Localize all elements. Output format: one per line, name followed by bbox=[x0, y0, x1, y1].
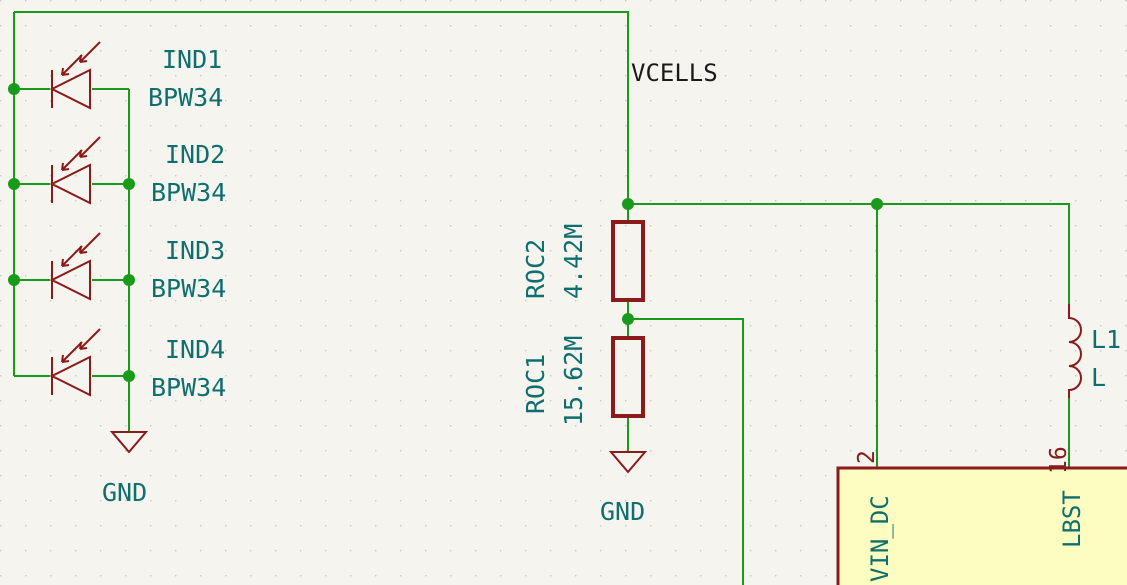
gnd-symbol-left[interactable] bbox=[109, 431, 149, 454]
resistor-roc2[interactable] bbox=[611, 220, 645, 302]
diode-body bbox=[49, 259, 91, 301]
photodiode-ind3[interactable] bbox=[49, 232, 101, 301]
ind2-value: BPW34 bbox=[151, 178, 226, 207]
junction-dot bbox=[123, 370, 135, 382]
wire-vcells-top[interactable] bbox=[14, 11, 629, 204]
junction-dot bbox=[123, 178, 135, 190]
wire-vcells-right[interactable] bbox=[628, 203, 1070, 304]
gnd-symbol-right[interactable] bbox=[608, 451, 648, 474]
gnd-left-label: GND bbox=[102, 478, 147, 507]
light-arrows-icon bbox=[61, 232, 101, 267]
pin-number-16: 16 bbox=[1046, 446, 1072, 474]
junction-dot bbox=[8, 178, 20, 190]
photodiode-labels: IND1 BPW34 IND2 BPW34 IND3 BPW34 IND4 BP… bbox=[148, 45, 226, 402]
pin-name-lbst: LBST bbox=[1058, 490, 1086, 548]
junction-dot bbox=[8, 274, 20, 286]
resistor-labels: ROC2 4.42M ROC1 15.62M bbox=[521, 224, 588, 426]
roc2-value: 4.42M bbox=[559, 224, 588, 299]
pin-number-2: 2 bbox=[854, 450, 880, 464]
junctions bbox=[8, 83, 883, 382]
roc1-value: 15.62M bbox=[559, 336, 588, 426]
gnd-right-label: GND bbox=[600, 497, 645, 526]
junction-dot bbox=[622, 313, 634, 325]
roc2-ref: ROC2 bbox=[521, 239, 550, 299]
l1-value: L bbox=[1091, 363, 1106, 392]
ind3-value: BPW34 bbox=[151, 274, 226, 303]
ind3-ref: IND3 bbox=[165, 236, 225, 265]
ind2-ref: IND2 bbox=[165, 140, 225, 169]
light-arrows-icon bbox=[61, 328, 101, 363]
junction-dot bbox=[871, 198, 883, 210]
resistor-roc1[interactable] bbox=[611, 336, 645, 418]
diode-body bbox=[49, 163, 91, 205]
photodiode-ind4[interactable] bbox=[49, 328, 101, 397]
l1-ref: L1 bbox=[1091, 325, 1121, 354]
gnd-icon bbox=[608, 451, 648, 474]
diode-body bbox=[49, 355, 91, 397]
photodiode-ind1[interactable] bbox=[49, 41, 101, 110]
net-label-vcells[interactable]: VCELLS bbox=[631, 59, 718, 87]
photodiode-ind2[interactable] bbox=[49, 136, 101, 205]
inductor-labels: L1 L bbox=[1091, 325, 1121, 392]
ic-pins: 2 16 VIN_DC LBST bbox=[854, 446, 1086, 582]
ind1-ref: IND1 bbox=[162, 45, 222, 74]
wire-divider-out[interactable] bbox=[628, 318, 744, 585]
ind4-ref: IND4 bbox=[165, 335, 225, 364]
ind4-value: BPW34 bbox=[151, 373, 226, 402]
inductor-coil bbox=[1068, 304, 1082, 398]
light-arrows-icon bbox=[61, 41, 101, 76]
junction-dot bbox=[8, 83, 20, 95]
ind1-value: BPW34 bbox=[148, 83, 223, 112]
junction-dot bbox=[622, 198, 634, 210]
light-arrows-icon bbox=[61, 136, 101, 171]
ic-body[interactable] bbox=[836, 466, 1127, 585]
inductor-l1[interactable] bbox=[1068, 304, 1082, 398]
pin-name-vin-dc: VIN_DC bbox=[866, 495, 894, 582]
junction-dot bbox=[123, 274, 135, 286]
gnd-icon bbox=[109, 431, 149, 454]
diode-body bbox=[49, 68, 91, 110]
roc1-ref: ROC1 bbox=[521, 354, 550, 414]
